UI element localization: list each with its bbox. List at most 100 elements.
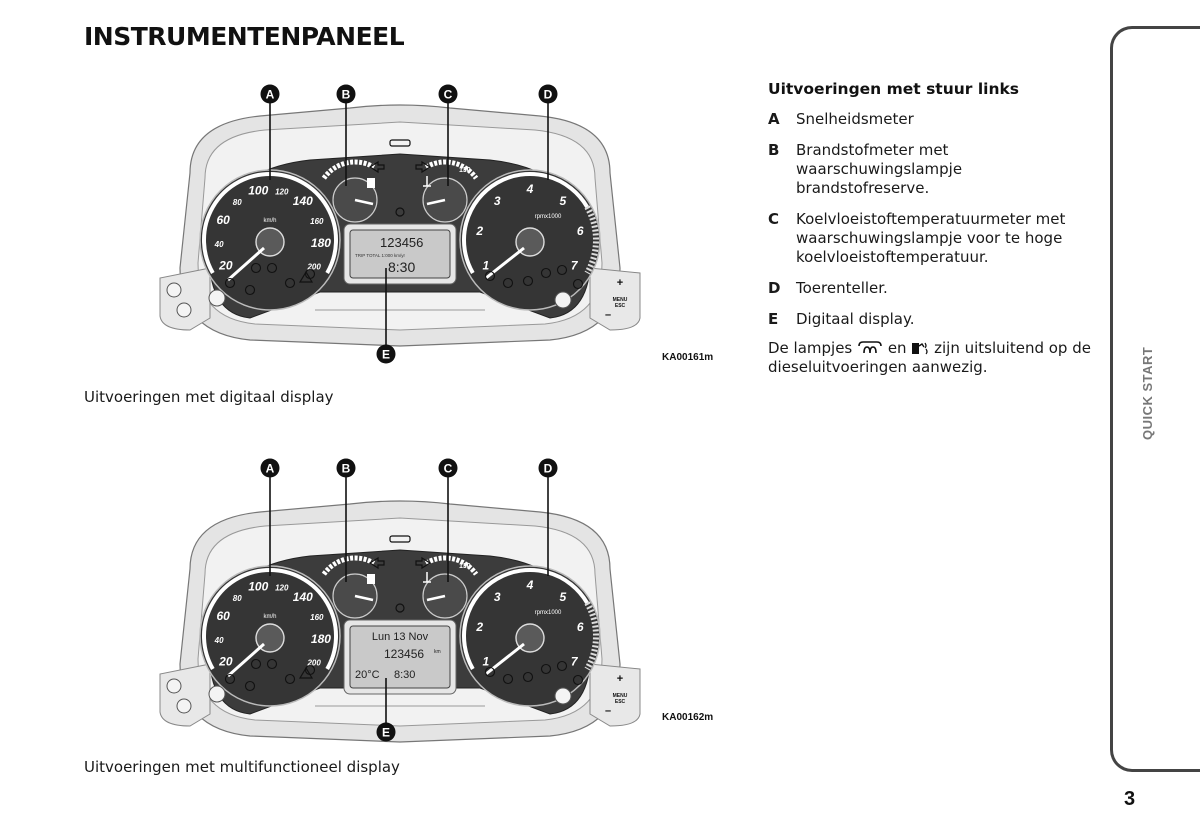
- legend-heading: Uitvoeringen met stuur links: [768, 80, 1020, 98]
- warning-lamp-icon: [484, 666, 496, 678]
- warning-lamp-icon: [540, 267, 552, 279]
- speed-tick-label: 200: [306, 263, 321, 272]
- speed-unit-label: km/h: [263, 218, 276, 224]
- speed-tick-label: 120: [275, 583, 289, 592]
- display-odometer: 123456: [380, 235, 423, 250]
- callout-marker: [438, 458, 458, 478]
- figure-code-1: KA00161m: [662, 352, 714, 363]
- rpm-tick-label: 4: [526, 578, 534, 592]
- foglight-button-icon: [176, 698, 192, 714]
- turn-left-icon: [368, 556, 385, 570]
- glow-plug-icon: [858, 341, 882, 354]
- turn-right-icon: [415, 556, 432, 570]
- speed-tick-label: 160: [310, 613, 324, 622]
- legend-item-a: A Snelheidsmeter: [768, 110, 1098, 129]
- speed-tick-label: 180: [311, 236, 331, 250]
- speed-tick-label: 20: [218, 259, 233, 273]
- warning-lamp-icon: [484, 270, 496, 282]
- figure-caption-1: Uitvoeringen met digitaal display: [84, 388, 334, 406]
- legend-note-before: De lampjes: [768, 339, 853, 357]
- legend-item-b: B Brandstofmeter met waarschuwingslampje…: [768, 141, 1098, 198]
- speedometer-needle: [227, 642, 265, 678]
- rpm-tick-label: 2: [475, 224, 483, 238]
- warning-lamp-icon: [244, 680, 256, 692]
- rpm-tick-label: 6: [577, 620, 584, 634]
- figure-code-2: KA00162m: [662, 712, 714, 723]
- speed-tick-label: 100: [248, 579, 268, 593]
- callout-marker: [260, 84, 280, 104]
- menu-minus-button: –: [605, 309, 611, 321]
- warning-lamp-icon: [224, 673, 236, 685]
- callout-marker: [376, 344, 396, 364]
- speed-tick-label: 20: [218, 655, 233, 669]
- sidelights-icon: [395, 207, 405, 217]
- warning-lamp-icon: [244, 284, 256, 296]
- callout-marker: [538, 84, 558, 104]
- callout-marker: [336, 458, 356, 478]
- rpm-tick-label: 1: [482, 655, 489, 669]
- speed-tick-label: 60: [216, 609, 230, 623]
- speed-tick-label: 40: [214, 636, 224, 645]
- rpm-tick-label: 7: [571, 259, 579, 273]
- turn-left-icon: [368, 160, 385, 174]
- esc-button-label: ESC: [615, 303, 626, 309]
- display-screen: [349, 229, 451, 279]
- legend-text: Digitaal display.: [796, 310, 915, 328]
- warning-lamp-icon: [266, 262, 278, 274]
- warning-lamp-icon: [572, 278, 584, 290]
- callout-marker: [336, 84, 356, 104]
- warning-lamp-icon: [284, 277, 296, 289]
- speed-tick-label: 200: [306, 659, 321, 668]
- rpm-unit-label: rpmx1000: [535, 610, 562, 616]
- rpm-tick-label: 3: [494, 590, 501, 604]
- temp-gauge-needle: [426, 198, 446, 206]
- page-number: 3: [1124, 788, 1136, 810]
- tachometer-scale: [462, 568, 589, 670]
- chapter-tab-label: QUICK START: [1140, 346, 1155, 440]
- rpm-tick-label: 7: [571, 655, 579, 669]
- legend-note-after: zijn uitsluitend op de dieseluitvoeringe…: [768, 339, 1091, 376]
- rpm-tick-label: 4: [526, 182, 534, 196]
- legend-item-c: C Koelvloeistoftemperatuurmeter met waar…: [768, 210, 1098, 267]
- warning-lamp-icon: [250, 658, 262, 670]
- tachometer-redline: [584, 601, 599, 671]
- warning-lamp-icon: [224, 277, 236, 289]
- callout-label: B: [342, 88, 351, 102]
- callout-label: A: [266, 462, 275, 476]
- rear-window-defrost-icon: [208, 289, 226, 307]
- fuel-pump-icon: [367, 178, 375, 188]
- temp-gauge-label: 130: [459, 563, 471, 570]
- heated-rear-window-icon: [554, 291, 572, 309]
- legend-letter: C: [768, 210, 780, 228]
- callout-label: B: [342, 462, 351, 476]
- headlight-button-icon: [166, 678, 182, 694]
- fuel-gauge-needle: [354, 198, 374, 206]
- temp-gauge-scale: [424, 555, 479, 576]
- legend-item-e: E Digitaal display.: [768, 310, 1098, 329]
- foglight-button-icon: [176, 302, 192, 318]
- temp-gauge-label: 130: [459, 167, 471, 174]
- rear-fog-icon: [389, 535, 411, 543]
- display-clock: 8:30: [388, 259, 415, 275]
- speed-tick-label: 100: [248, 183, 268, 197]
- speed-tick-label: 80: [233, 594, 242, 603]
- speed-tick-label: 40: [214, 240, 224, 249]
- speed-tick-label: 60: [216, 213, 230, 227]
- menu-plus-button: +: [617, 277, 623, 289]
- heated-rear-window-icon: [554, 687, 572, 705]
- temp-gauge-needle: [426, 594, 446, 602]
- speed-tick-label: 140: [293, 590, 313, 604]
- callout-label: C: [444, 462, 453, 476]
- warning-lamp-icon: [522, 275, 534, 287]
- headlight-button-icon: [166, 282, 182, 298]
- display-trip-info: TRIP TOTAL 1:000 km/yr: [355, 253, 406, 258]
- callout-marker: [376, 722, 396, 742]
- legend-text: Snelheidsmeter: [796, 110, 914, 128]
- right-switch-pod: [589, 663, 641, 727]
- display-date: Lun 13 Nov: [372, 631, 429, 643]
- speed-tick-label: 180: [311, 632, 331, 646]
- turn-right-icon: [415, 160, 432, 174]
